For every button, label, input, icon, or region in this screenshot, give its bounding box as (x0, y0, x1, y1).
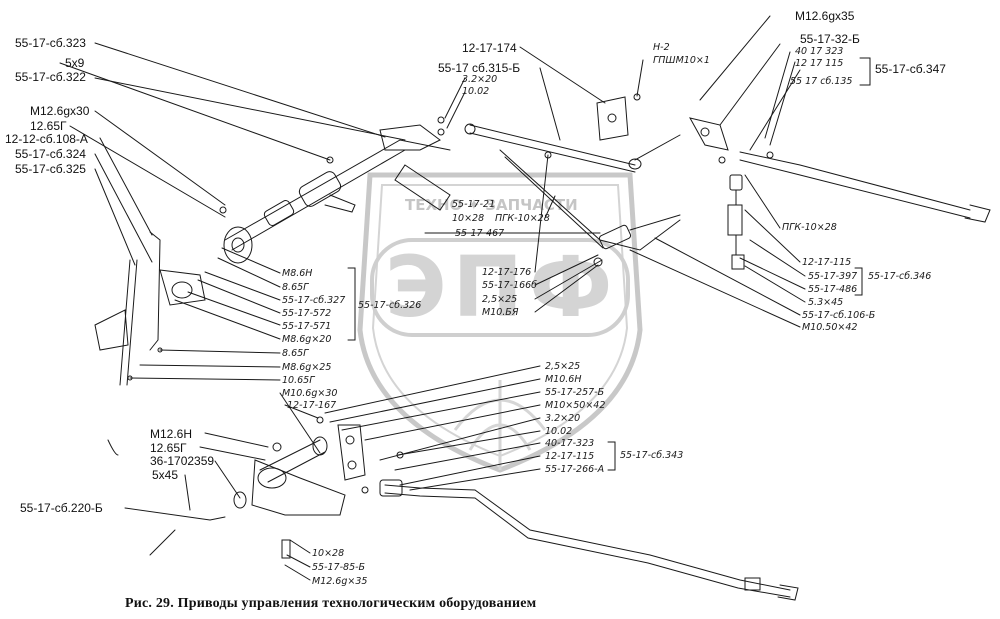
figure-caption: Рис. 29. Приводы управления технологичес… (125, 596, 537, 611)
watermark-tagline: ТЕХНО ✦ ЗАПЧАСТИ (405, 196, 578, 214)
label-3-2x20-low: 3.2×20 (545, 413, 581, 424)
label-36-1702359: 36-1702359 (150, 454, 215, 468)
label-2-5x25-mid: 2,5×25 (482, 294, 518, 305)
label-55-17-sb-324: 55-17-сб.324 (15, 147, 86, 161)
label-55-17-266-a: 55-17-266-А (545, 464, 605, 475)
label-55-17-sb-106-b: 55-17-сб.106-Б (802, 310, 876, 321)
label-55-17-sb-135: 55 17 сб.135 (790, 76, 853, 87)
watermark-logo-text: ЭПФ (385, 238, 619, 336)
label-n-2: Н-2 (653, 42, 670, 53)
label-12-17-167: 12-17-167 (287, 400, 337, 411)
label-55-17-1666: 55-17-166б (482, 280, 538, 291)
label-gpshm10x1: ГПШМ10×1 (653, 55, 710, 66)
label-m10-bya: M10.БЯ (482, 307, 519, 318)
label-10-02-top: 10.02 (462, 86, 490, 97)
label-10x28-mid: 10×28 (452, 213, 485, 224)
label-55-17-sb-343: 55-17-сб.343 (620, 450, 684, 461)
label-55-17-467: 55-17-467 (455, 228, 505, 239)
label-12-17-174: 12-17-174 (462, 41, 517, 55)
label-m8-6gx20: M8.6g×20 (282, 334, 332, 345)
label-5x9: 5x9 (65, 56, 85, 70)
label-2-5x25-low: 2,5×25 (545, 361, 581, 372)
label-12-17-115-right: 12-17-115 (802, 257, 852, 268)
label-12-17-176: 12-17-176 (482, 267, 532, 278)
label-55-17-486: 55-17-486 (808, 284, 858, 295)
label-m12-6gx35-top: M12.6gx35 (795, 9, 855, 23)
label-55-17-sb-322: 55-17-сб.322 (15, 70, 86, 84)
label-40-17-323-low: 40-17-323 (545, 438, 595, 449)
label-55-17-257-b: 55-17-257-Б (545, 387, 605, 398)
label-8-65g-2: 8.65Г (282, 348, 309, 359)
label-m10-50x42: M10.50×42 (802, 322, 858, 333)
label-5-3x45: 5.3×45 (808, 297, 844, 308)
label-55-17-sb-323: 55-17-сб.323 (15, 36, 86, 50)
label-m8-6gx25: M8.6g×25 (282, 362, 332, 373)
label-12-12-sb-108-a: 12-12-сб.108-А (5, 132, 88, 146)
label-10x28-low: 10×28 (312, 548, 345, 559)
label-55-17-572: 55-17-572 (282, 308, 332, 319)
label-m12-6gx30: M12.6gx30 (30, 104, 90, 118)
label-pgk-10x28-mid: ПГК-10×28 (495, 213, 550, 224)
label-12-17-115-top: 12 17 115 (795, 58, 844, 69)
label-55-17-21: 55-17-21 (452, 199, 496, 210)
label-3-2x20-top: 3.2×20 (462, 74, 498, 85)
label-pgk-10x28-right: ПГК-10×28 (782, 222, 837, 233)
label-m8-6n: M8.6Н (282, 268, 313, 279)
label-12-65g-low: 12.65Г (150, 441, 187, 455)
label-10-65g: 10.65Г (282, 375, 315, 386)
label-m12-6n: M12.6Н (150, 427, 193, 441)
label-m10x50x42: M10×50×42 (545, 400, 606, 411)
label-55-17-sb-325: 55-17-сб.325 (15, 162, 86, 176)
label-8-65g: 8.65Г (282, 282, 309, 293)
label-55-17-85-b: 55-17-85-Б (312, 562, 366, 573)
label-55-17-sb-220-b: 55-17-сб.220-Б (20, 501, 103, 515)
label-55-17-32-b: 55-17-32-Б (800, 32, 860, 46)
label-12-65g: 12.65Г (30, 119, 67, 133)
label-55-17-sb-315-b: 55-17 сб.315-Б (438, 61, 521, 75)
label-5x45: 5x45 (152, 468, 179, 482)
label-55-17-sb-327: 55-17-сб.327 (282, 295, 346, 306)
label-12-17-115-low: 12-17-115 (545, 451, 595, 462)
label-m10-6n: M10.6Н (545, 374, 582, 385)
label-55-17-sb-346: 55-17-сб.346 (868, 271, 932, 282)
label-55-17-571: 55-17-571 (282, 321, 332, 332)
label-10-02-low: 10.02 (545, 426, 573, 437)
label-40-17-323-top: 40 17 323 (795, 46, 844, 57)
label-m12-6gx35-low: M12.6g×35 (312, 576, 368, 587)
label-55-17-sb-347: 55-17-сб.347 (875, 62, 946, 76)
label-m10-6gx30: M10.6g×30 (282, 388, 338, 399)
label-55-17-sb-326: 55-17-сб.326 (358, 300, 422, 311)
label-55-17-397: 55-17-397 (808, 271, 858, 282)
